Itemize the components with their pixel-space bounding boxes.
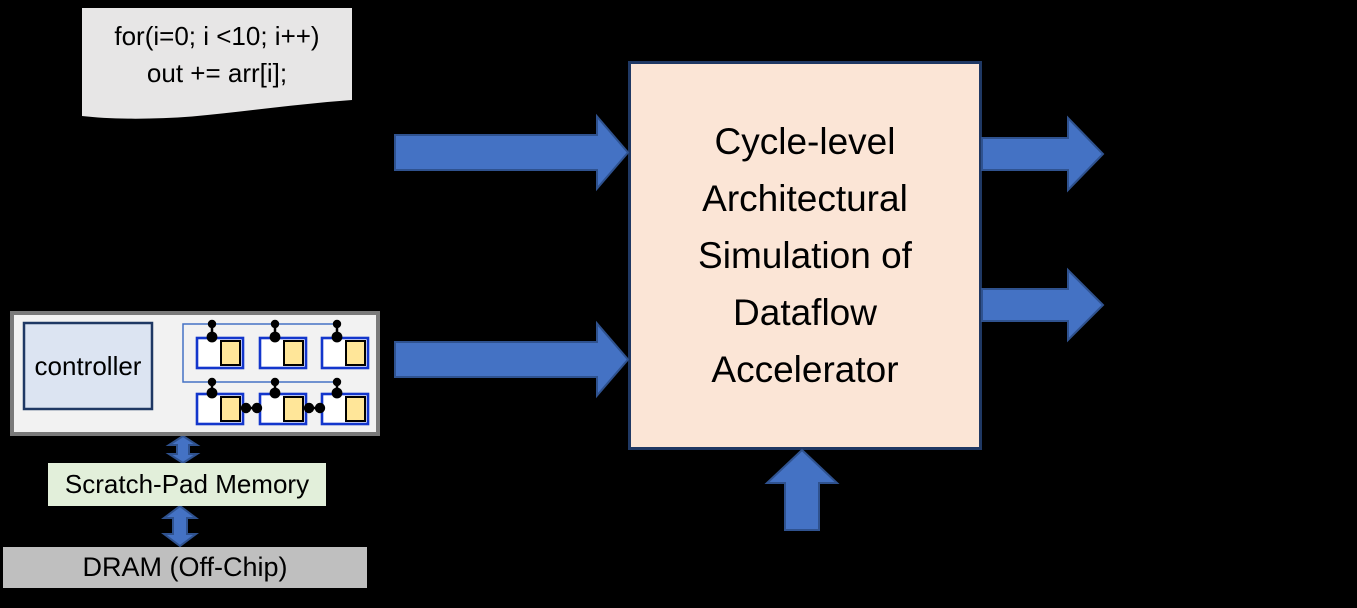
code-snippet: for(i=0; i <10; i++) out += arr[i]; <box>82 8 352 108</box>
processing-element <box>195 392 245 426</box>
pe-links <box>240 402 326 414</box>
accelerator-diagram: controller <box>10 311 380 436</box>
wave-shape <box>82 8 352 119</box>
simulator-label-line: Simulation of <box>698 235 912 276</box>
pe-row-bottom <box>195 392 370 426</box>
pe-row-top <box>195 336 370 370</box>
processing-element <box>320 392 370 426</box>
dram-label: DRAM (Off-Chip) <box>82 552 288 582</box>
processing-element <box>258 392 308 426</box>
processing-element <box>195 336 245 370</box>
code-line: for(i=0; i <10; i++) <box>114 21 320 51</box>
bus-taps-bottom <box>206 377 343 399</box>
processing-element <box>258 336 308 370</box>
right-arrow-icon-output-top <box>981 115 1105 193</box>
double-arrow-icon-scratchpad-dram <box>161 504 199 548</box>
simulator-label-line: Architectural <box>702 178 908 219</box>
controller-box <box>22 321 154 411</box>
dram-box: DRAM (Off-Chip) <box>3 547 367 588</box>
up-arrow-icon-into-simulator <box>764 448 840 531</box>
right-arrow-icon-code-to-simulator <box>394 113 630 192</box>
processing-element <box>320 336 370 370</box>
bus-taps-top <box>206 319 343 343</box>
code-line: out += arr[i]; <box>146 58 288 88</box>
right-arrow-icon-output-bottom <box>981 267 1105 343</box>
controller-label: controller <box>35 351 142 381</box>
double-arrow-icon-accelerator-scratchpad <box>165 434 201 465</box>
bus-line <box>182 323 337 383</box>
code-snippet-shape <box>82 8 352 119</box>
simulator-label-line: Accelerator <box>711 349 899 390</box>
right-arrow-icon-accelerator-to-simulator <box>394 320 630 399</box>
scratchpad-label: Scratch-Pad Memory <box>64 469 310 499</box>
scratchpad-box: Scratch-Pad Memory <box>48 463 326 506</box>
simulator-label-line: Cycle-level <box>714 121 896 162</box>
simulator-box: Cycle-level Architectural Simulation of … <box>628 61 982 450</box>
simulator-label-line: Dataflow <box>733 292 877 333</box>
